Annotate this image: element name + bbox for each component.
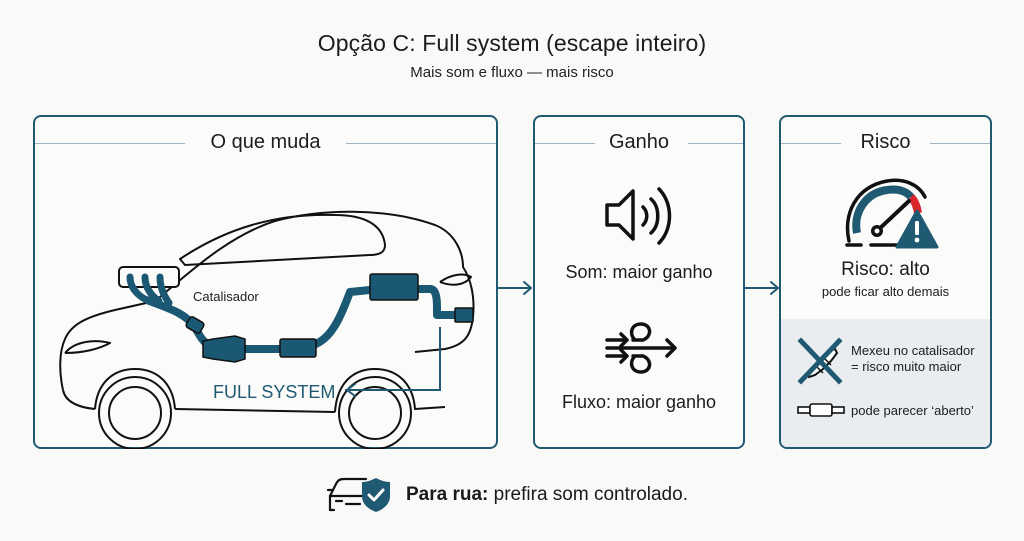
exhaust-system (118, 266, 474, 363)
risk-panel: Risco Risco: alto pode ficar alto demais… (779, 115, 992, 449)
catalyst-label: Catalisador (193, 289, 259, 304)
risk-level-label: Risco: alto (841, 259, 930, 280)
checkmark-icon (367, 488, 385, 502)
sound-gain-label: Som: maior ganho (565, 262, 713, 282)
divider (930, 143, 990, 144)
car-exhaust-diagram (59, 210, 475, 449)
footer-bold: Para rua: (406, 484, 489, 505)
page-title: Opção C: Full system (escape inteiro) (317, 30, 707, 56)
what-changes-panel: O que muda (33, 115, 498, 449)
panel-heading: Risco (860, 131, 911, 153)
connector-arrow-1 (498, 281, 532, 295)
shield-icon (362, 478, 390, 512)
panel-heading: O que muda (210, 131, 321, 153)
car-shield-icon (326, 477, 390, 512)
footer-recommendation: Para rua: prefira som controlado. (406, 484, 688, 506)
risk-gauge-icon (845, 178, 939, 249)
arrow-left-icon (346, 383, 356, 397)
divider (346, 143, 496, 144)
page-subtitle: Mais som e fluxo — mais risco (410, 64, 614, 81)
open-exhaust-note: pode parecer ‘aberto’ (851, 403, 974, 418)
resonator (279, 338, 317, 358)
catalyst (202, 335, 246, 363)
panel-header: Risco (781, 131, 990, 155)
connector-arrow-2 (745, 281, 779, 295)
panel-header: O que muda (35, 131, 496, 155)
arrow-right-icon (498, 281, 532, 295)
gain-panel: Ganho Som: maior ganho Fluxo: maior ganh… (533, 115, 745, 449)
speaker-icon (605, 187, 672, 245)
car-outline-icon (59, 210, 475, 449)
catalyst-risk-line-2: = risco muito maior (851, 359, 962, 374)
risk-level-note: pode ficar alto demais (821, 284, 950, 299)
flow-gain-label: Fluxo: maior ganho (561, 392, 717, 412)
catalyst-risk-note: Mexeu no catalisador = risco muito maior (851, 343, 975, 375)
risk-notes-section: Mexeu no catalisador = risco muito maior… (781, 319, 990, 447)
divider (35, 143, 185, 144)
catalyst-risk-line-1: Mexeu no catalisador (851, 343, 975, 358)
muffler (369, 273, 419, 301)
full-system-label: FULL SYSTEM (213, 382, 336, 402)
airflow-icon (605, 322, 677, 374)
tailpipe-tip (454, 307, 474, 323)
callout-line (345, 327, 441, 391)
crossed-catalyst-icon (797, 337, 843, 385)
divider (535, 143, 595, 144)
divider (781, 143, 841, 144)
straight-pipe-icon (797, 403, 845, 417)
arrow-right-icon (745, 281, 779, 295)
panel-heading: Ganho (608, 131, 670, 153)
car-front-icon (326, 477, 368, 512)
flex-joint (185, 316, 205, 334)
panel-header: Ganho (535, 131, 743, 155)
footer-text: prefira som controlado. (488, 484, 688, 505)
divider (688, 143, 743, 144)
